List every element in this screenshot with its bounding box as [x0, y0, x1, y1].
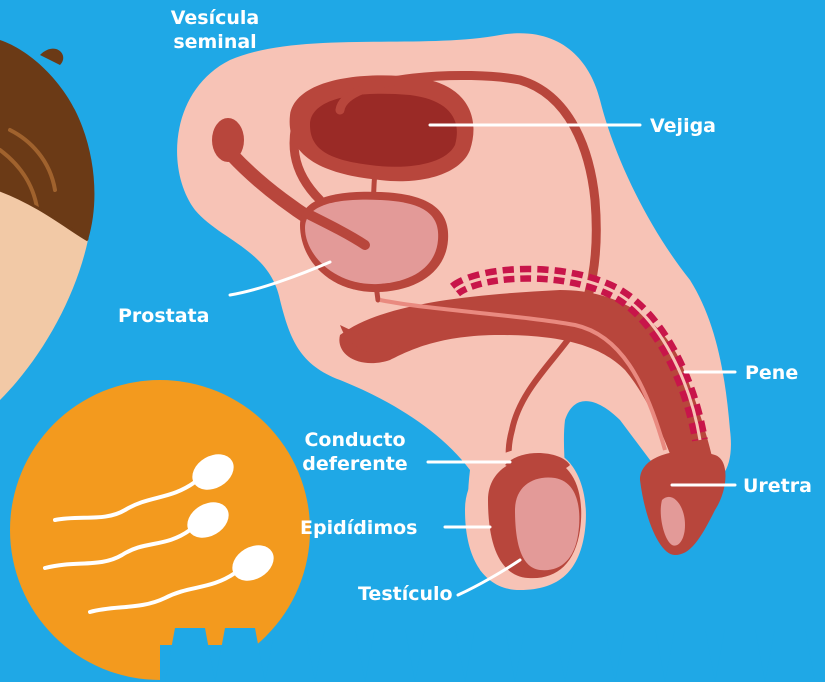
label-testiculo: Testículo	[358, 583, 453, 605]
glans	[640, 451, 726, 555]
scrotum	[465, 448, 586, 590]
sperm-circle	[10, 380, 310, 680]
label-epididimos: Epidídimos	[300, 517, 417, 539]
label-prostata: Prostata	[118, 305, 209, 327]
label-vesicula-line2: seminal	[173, 31, 256, 53]
label-vesicula-line1: Vesícula	[171, 7, 260, 29]
child-illustration	[0, 40, 94, 400]
label-vejiga: Vejiga	[650, 115, 716, 137]
label-conducto-line1: Conducto	[304, 429, 405, 451]
label-conducto-line2: deferente	[302, 453, 407, 475]
label-uretra: Uretra	[743, 475, 812, 497]
label-pene: Pene	[745, 362, 798, 384]
